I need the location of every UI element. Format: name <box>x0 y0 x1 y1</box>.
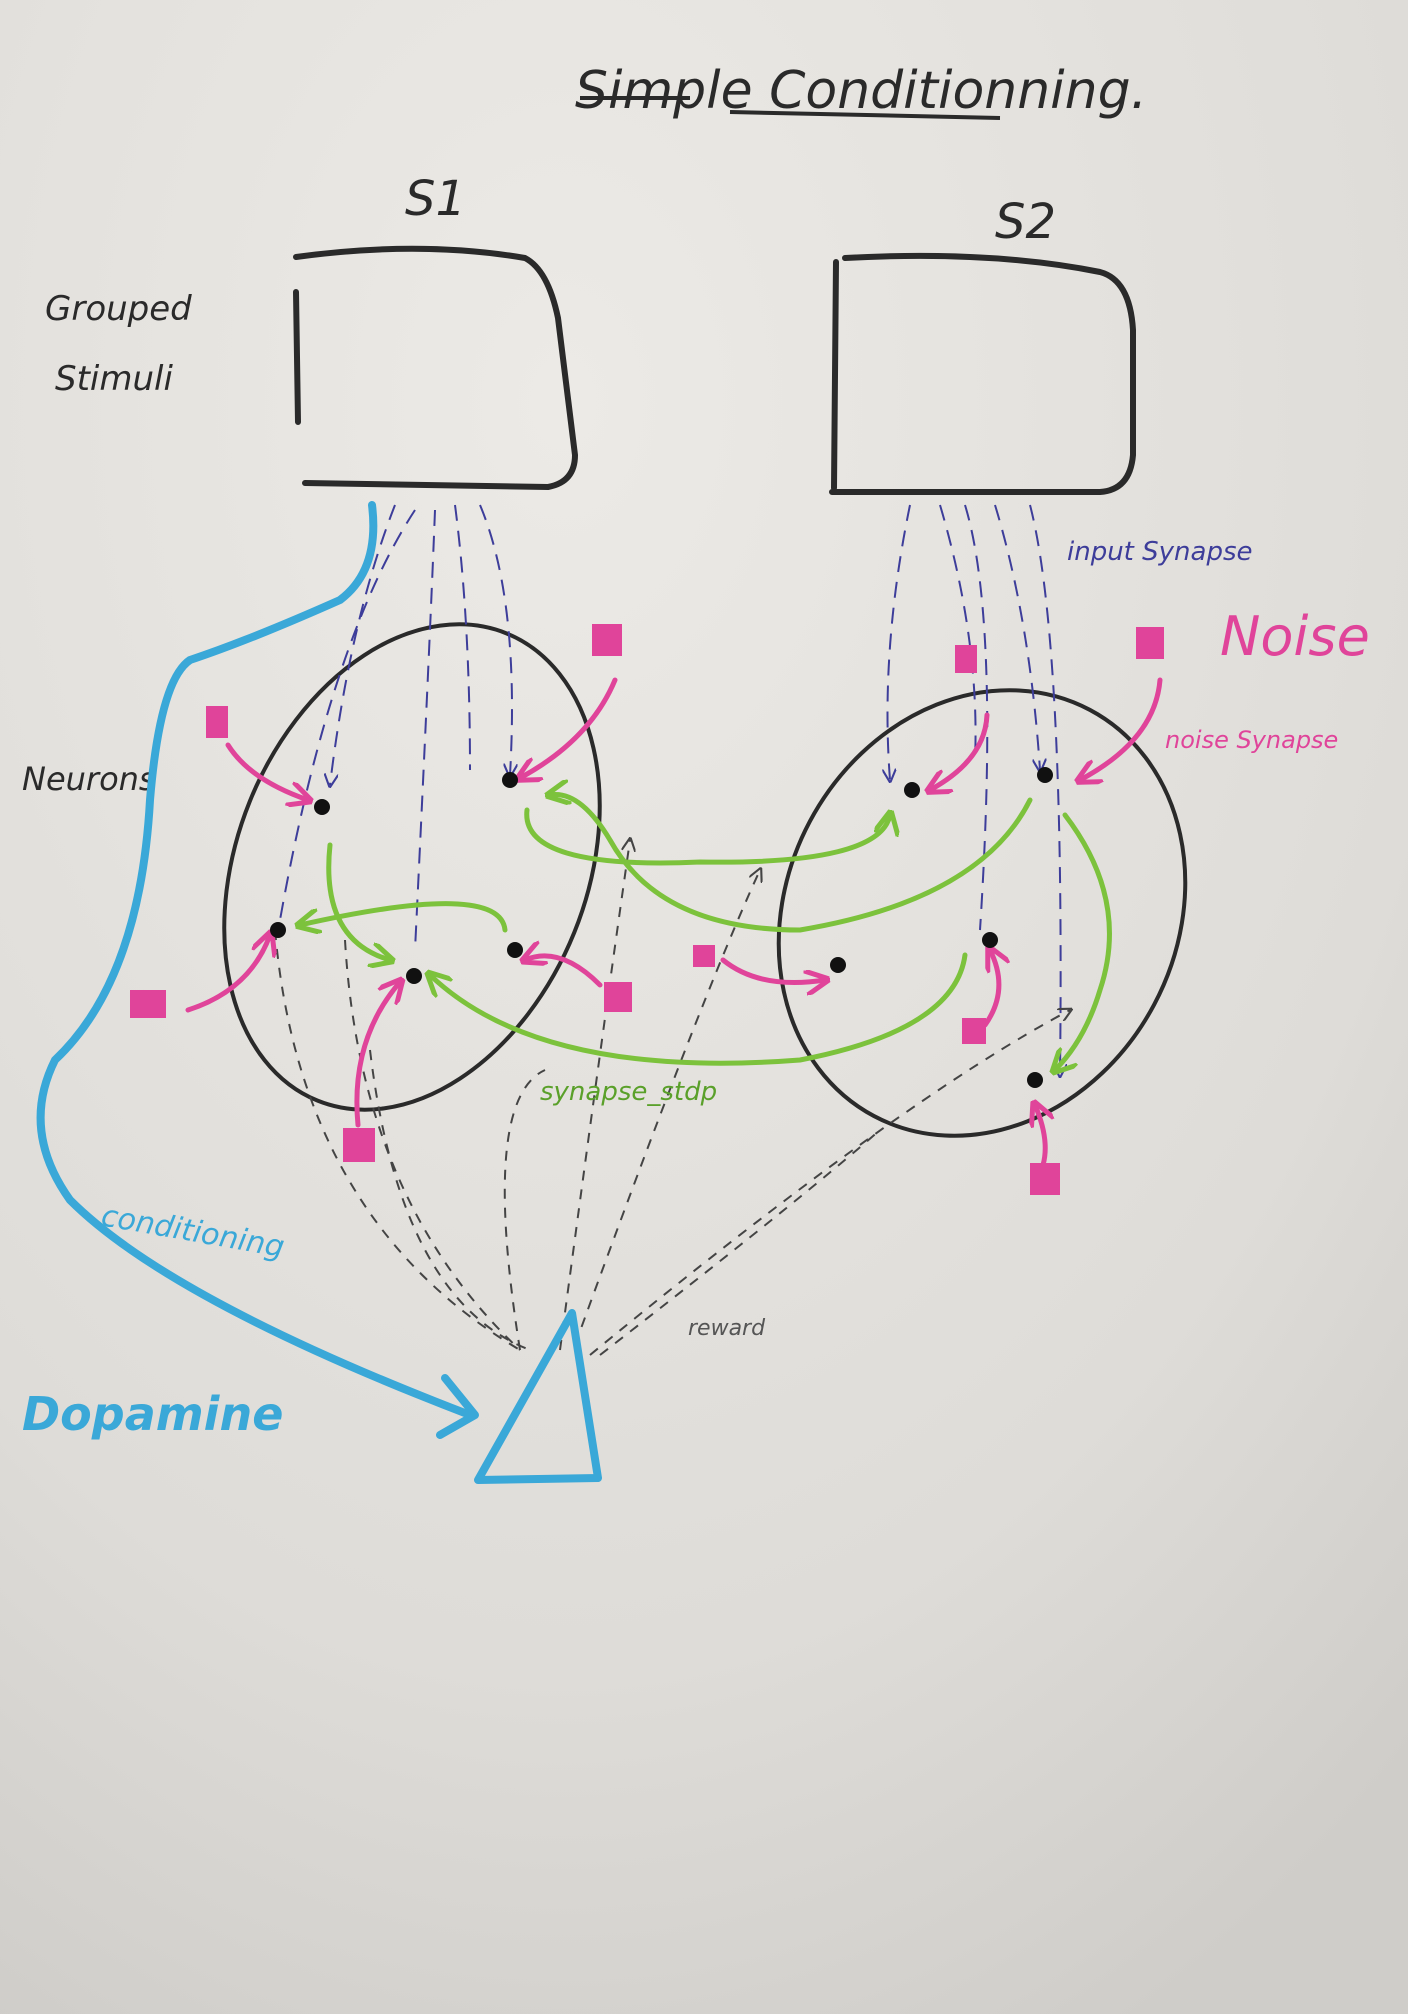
page-title: Simple Conditionning. <box>575 61 1147 121</box>
title-underline-2 <box>729 110 1001 120</box>
noise-source <box>693 945 715 967</box>
noise-source <box>1136 627 1164 659</box>
noise-source <box>962 1018 986 1044</box>
neuron <box>982 932 998 948</box>
noise-source <box>130 990 166 1018</box>
noise-label: Noise <box>1220 605 1370 668</box>
stdp-synapses <box>300 795 1112 1070</box>
neuron <box>406 968 422 984</box>
dopamine-label: Dopamine <box>22 1387 283 1441</box>
noise-sources <box>130 624 1164 1195</box>
dopamine-triangle <box>474 1309 602 1484</box>
reward-label: reward <box>688 1316 766 1341</box>
neurons <box>270 767 1053 1088</box>
noise-synapse-label: noise Synapse <box>1165 726 1338 754</box>
s2-label: S2 <box>995 194 1056 250</box>
noise-synapses <box>185 677 1163 1168</box>
noise-source <box>206 706 228 738</box>
noise-source <box>604 982 632 1012</box>
neuron <box>502 772 518 788</box>
noise-source <box>343 1128 375 1162</box>
noise-source <box>592 624 622 656</box>
s1-stimulus-box <box>293 245 579 491</box>
s2-input-synapses <box>888 504 1061 1075</box>
input-synapse-label: input Synapse <box>1067 537 1253 567</box>
s2-neuron-population <box>776 688 1188 1138</box>
s2-stimulus-box <box>829 252 1136 495</box>
noise-source <box>955 645 977 673</box>
neuron <box>904 782 920 798</box>
neuron <box>314 799 330 815</box>
s1-neuron-population <box>222 622 602 1112</box>
s2-box-left-edge <box>831 259 839 491</box>
s1-input-synapses <box>279 504 512 951</box>
neuron <box>1027 1072 1043 1088</box>
s1-box-left-edge <box>293 289 301 425</box>
noise-source <box>1030 1163 1060 1195</box>
reward-synapses <box>274 840 1070 1356</box>
neuron <box>830 957 846 973</box>
grouped-stimuli-label-2: Stimuli <box>55 359 173 399</box>
neurons-label: Neurons <box>22 760 156 798</box>
neuron <box>507 942 523 958</box>
synapse-stdp-label: synapse_stdp <box>540 1077 717 1107</box>
grouped-stimuli-label-1: Grouped <box>45 289 192 329</box>
neuron <box>270 922 286 938</box>
neuron <box>1037 767 1053 783</box>
s1-label: S1 <box>405 171 466 227</box>
conditioning-arrowhead <box>436 1374 479 1439</box>
conditioning-arrow <box>36 501 474 1419</box>
